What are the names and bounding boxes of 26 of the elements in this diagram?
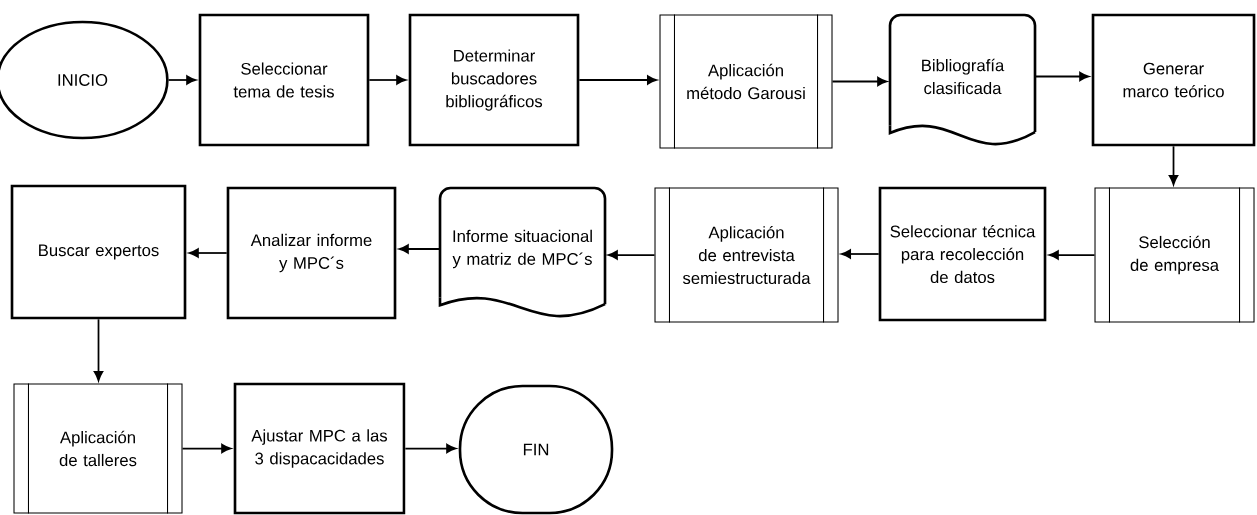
subprocess-box: Aplicación método Garousi xyxy=(659,13,833,150)
subprocess-box: Aplicación de entrevista semiestructurada xyxy=(654,186,839,324)
arrow xyxy=(404,443,457,454)
arrow xyxy=(398,244,441,254)
process-box: Analizar informe y MPC´s xyxy=(226,186,397,320)
process-box: Seleccionar técnica para recolección de datos xyxy=(878,186,1047,322)
arrow xyxy=(578,75,658,85)
process-box: Buscar expertos xyxy=(10,184,187,320)
arrow xyxy=(831,76,888,87)
process-box: Generar marco teórico xyxy=(1091,13,1256,147)
process-box: Ajustar MPC a las 3 dispacacidades xyxy=(233,382,406,515)
arrow xyxy=(607,250,656,260)
arrow xyxy=(1168,145,1179,186)
arrow xyxy=(93,318,104,382)
arrow xyxy=(181,443,232,454)
subprocess-box: Selección de empresa xyxy=(1094,186,1255,324)
arrow xyxy=(368,75,407,85)
end-terminal: FIN xyxy=(458,384,614,515)
process-box: Seleccionar tema de tesis xyxy=(198,13,370,147)
arrow xyxy=(1048,250,1096,260)
process-box: Determinar buscadores bibliográficos xyxy=(408,13,580,147)
arrow xyxy=(188,248,228,258)
subprocess-box: Aplicación de talleres xyxy=(13,382,183,515)
arrow xyxy=(167,75,197,85)
arrow xyxy=(840,249,880,259)
arrow xyxy=(1034,71,1090,82)
